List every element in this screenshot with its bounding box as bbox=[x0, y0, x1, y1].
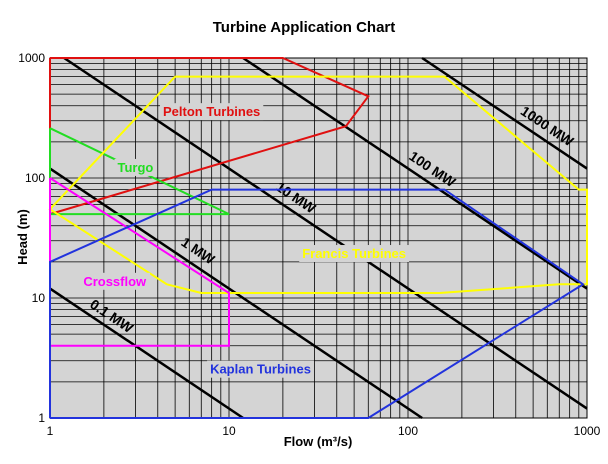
power-line bbox=[242, 56, 588, 290]
y-tick-label: 10 bbox=[32, 291, 46, 305]
power-line bbox=[421, 56, 588, 170]
chart-title: Turbine Application Chart bbox=[213, 19, 396, 36]
axis-ticks: 1 10 100 1000 1 10 100 1000 bbox=[18, 51, 600, 438]
region-label: Crossflow bbox=[83, 274, 147, 289]
region-label: Kaplan Turbines bbox=[210, 362, 311, 377]
power-line bbox=[63, 56, 588, 410]
x-tick-label: 1000 bbox=[574, 424, 601, 438]
region-label-background bbox=[207, 360, 314, 378]
y-tick-label: 100 bbox=[25, 171, 45, 185]
region-label: Francis Turbines bbox=[302, 246, 406, 261]
x-tick-label: 1 bbox=[47, 424, 54, 438]
y-tick-label: 1 bbox=[38, 411, 45, 425]
y-axis-label: Head (m) bbox=[15, 209, 30, 265]
x-tick-label: 100 bbox=[398, 424, 418, 438]
region-label: Pelton Turbines bbox=[163, 104, 260, 119]
region-boundary bbox=[49, 188, 585, 419]
region-label-background bbox=[299, 245, 410, 263]
region-label: Turgo bbox=[117, 160, 153, 175]
region-boundary bbox=[48, 75, 588, 294]
plot-area bbox=[50, 58, 587, 418]
turbine-regions bbox=[48, 57, 588, 419]
x-tick-label: 10 bbox=[222, 424, 236, 438]
region-label-background bbox=[160, 103, 264, 121]
power-line bbox=[49, 287, 244, 420]
region-label-background bbox=[114, 158, 157, 176]
region-label-background bbox=[80, 272, 151, 290]
y-tick-label: 1000 bbox=[18, 51, 45, 65]
x-axis-label: Flow (m³/s) bbox=[284, 434, 353, 449]
